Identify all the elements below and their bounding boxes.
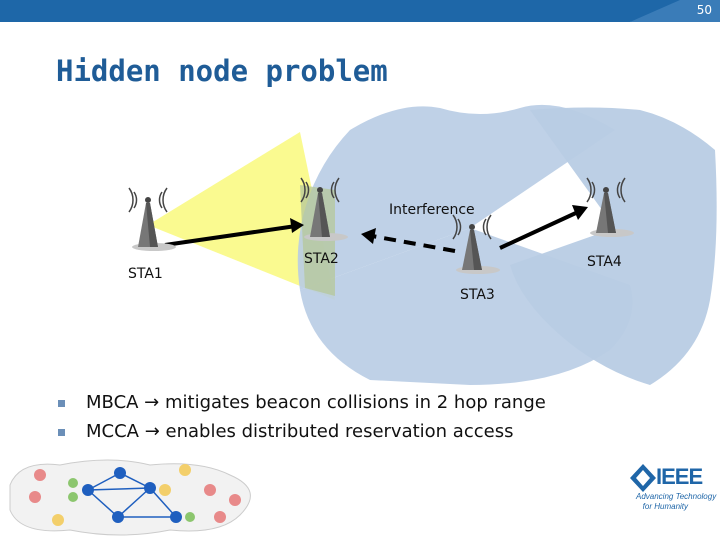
bullet-mcca: MCCA → enables distributed reservation a… — [58, 419, 546, 448]
bullet-text: MCCA → enables distributed reservation a… — [86, 421, 514, 442]
mesh-network-graphic — [9, 459, 251, 536]
hidden-node-diagram: STA1 STA2 STA3 STA4 Interference — [128, 104, 717, 385]
sta3-range — [297, 104, 615, 290]
arrowhead-sta2 — [290, 218, 304, 233]
sta4-antenna-icon — [586, 177, 634, 237]
bullet-marker-icon — [58, 400, 65, 407]
page-number: 50 — [696, 3, 712, 17]
interference-label: Interference — [389, 202, 475, 218]
sta1-label: STA1 — [128, 266, 163, 282]
bullet-list: MBCA → mitigates beacon collisions in 2 … — [58, 390, 546, 448]
bullet-marker-icon — [58, 429, 65, 436]
ieee-diamond-icon — [630, 464, 656, 492]
sta3-antenna-icon — [452, 214, 500, 274]
sta2-antenna-icon — [300, 177, 348, 241]
top-bar: 50 — [0, 0, 720, 22]
arrowhead-sta4 — [572, 205, 588, 220]
ieee-wordmark: IEEE — [656, 464, 703, 489]
sta2-label: STA2 — [304, 251, 339, 267]
ieee-tagline: Advancing Technology for Humanity — [636, 492, 717, 511]
sta4-range — [510, 107, 717, 385]
page-title: Hidden node problem — [56, 54, 388, 88]
bullet-text: MBCA → mitigates beacon collisions in 2 … — [86, 392, 546, 413]
ieee-logo: IEEE Advancing Technology for Humanity — [628, 462, 716, 534]
arrowhead-interference — [361, 228, 376, 244]
link-arrow-sta1-sta2 — [164, 224, 297, 247]
top-bar-shape — [0, 0, 720, 22]
interference-arrow — [371, 234, 456, 253]
bullet-mbca: MBCA → mitigates beacon collisions in 2 … — [58, 390, 546, 419]
sta1-antenna-icon — [128, 187, 176, 251]
link-arrow-sta3-sta4 — [499, 210, 579, 250]
sta4-label: STA4 — [587, 254, 622, 270]
sta1-range — [148, 132, 335, 300]
sta3-label: STA3 — [460, 287, 495, 303]
